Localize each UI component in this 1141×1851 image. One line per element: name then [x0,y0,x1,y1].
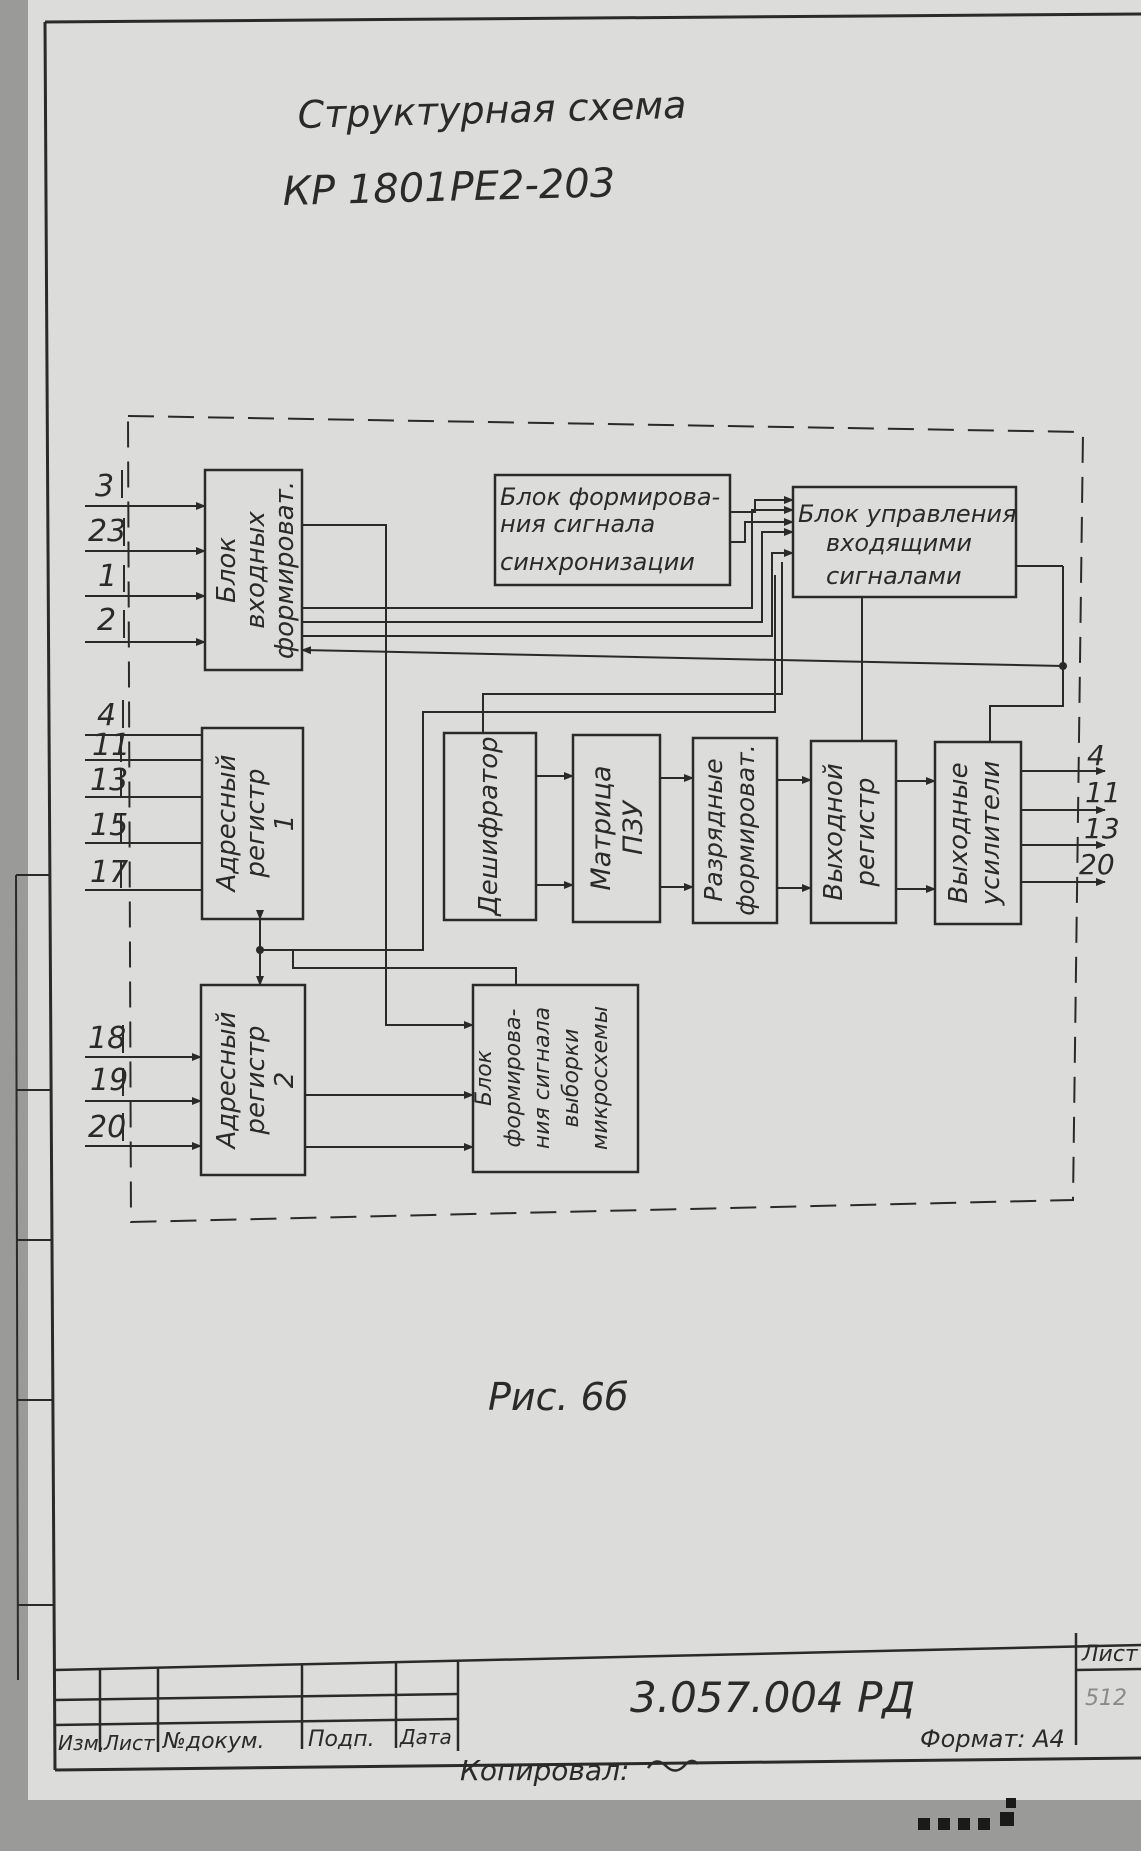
pin-label: 1 [98,559,117,594]
sync-block-label-3: синхронизации [500,548,695,576]
title-col-change: Изм. [58,1731,105,1755]
pin-label: 3 [95,469,114,504]
pin-label: 4 [97,698,116,733]
bit-formers-label-1: Разрядные [699,758,728,901]
pin-labels: 3 23 1 2 4 11 13 15 17 18 19 20 4 11 13 … [88,469,1121,1145]
pin-label: 20 [88,1110,126,1145]
title-col-docnum: №докум. [162,1729,264,1754]
address-register-2-label-3: 2 [270,1072,300,1089]
chip-select-label-1: Блок [472,1049,497,1106]
pin-label: 4 [1087,739,1105,772]
document-code: 3.057.004 РД [630,1673,915,1722]
address-register-1: Адресный регистр 1 [200,726,305,921]
chip-select-label-4: выборки [559,1029,584,1128]
pin-label: 17 [90,855,128,890]
address-register-1-label-2: регистр [241,768,271,878]
chip-boundary [126,414,1085,1224]
input-formers-block: Блок входных формироват. [203,468,304,672]
pin-label: 23 [88,514,126,549]
output-register-label-1: Выходной [819,763,849,900]
decoder-block: Дешифратор [442,731,538,922]
diagram-title-line1: Структурная схема [297,83,687,137]
chip-select-block: Блок формирова- ния сигнала выборки микр… [471,983,640,1174]
address-register-2: Адресный регистр 2 [199,983,307,1177]
left-stamp-strip [15,874,54,1681]
title-col-date: Дата [399,1725,452,1749]
pin-ticks [120,470,125,1141]
bottom-edge [0,1800,1141,1851]
output-register-label-2: регистр [851,777,881,887]
title-col-sheet: Лист [103,1731,156,1755]
address-register-1-label-1: Адресный [212,755,242,894]
output-amplifiers-label-2: усилители [976,761,1006,907]
pin-label: 13 [90,763,128,798]
pin-label: 11 [1085,776,1121,809]
pin-label: 19 [90,1063,128,1098]
control-block-label-1: Блок управления [798,500,1016,528]
address-register-2-label-1: Адресный [212,1012,242,1151]
control-block-label-2: входящими [826,529,972,557]
title-block [54,1633,1141,1752]
registration-marks [918,1798,1016,1830]
output-register-block: Выходной регистр [809,739,898,925]
copied-by-label: Копировал: [460,1754,629,1787]
bit-formers-label-2: формироват. [731,744,760,915]
sync-block: Блок формирова- ния сигнала синхронизаци… [493,473,732,587]
control-block: Блок управления входящими сигналами [791,485,1018,599]
title-col-sign: Подп. [308,1727,375,1752]
pin-label: 20 [1079,848,1115,881]
rom-matrix-block: Матрица ПЗУ [571,733,662,924]
rom-matrix-label-2: ПЗУ [618,799,649,855]
copier-signature [646,1759,699,1772]
decoder-label: Дешифратор [474,736,504,916]
signal-wires [85,496,1106,1151]
figure-caption: Рис. 6б [488,1375,628,1419]
pin-label: 13 [1084,812,1120,845]
drawing-frame [43,12,1141,1772]
bit-formers-block: Разрядные формироват. [691,736,779,925]
pin-label: 11 [92,728,130,763]
diagram-title-line2: КР 1801РЕ2-203 [282,160,616,215]
chip-select-label-2: формирова- [501,1008,526,1147]
pin-label: 18 [88,1021,126,1056]
chip-select-label-5: микросхемы [588,1006,613,1150]
format-label: Формат: А4 [920,1725,1065,1753]
address-register-2-label-2: регистр [241,1025,271,1135]
sync-block-label-1: Блок формирова- [500,483,720,511]
input-formers-label-2: входных [241,511,271,629]
sheet-number: 512 [1085,1686,1127,1711]
rom-matrix-label-1: Матрица [586,765,617,890]
sheet-label: Лист [1081,1642,1139,1667]
input-formers-label-1: Блок [212,537,242,603]
input-formers-label-3: формироват. [270,481,300,659]
address-register-1-label-3: 1 [270,815,300,832]
control-block-label-3: сигналами [826,562,962,590]
sync-block-label-2: ния сигнала [500,510,655,538]
pin-label: 15 [90,808,128,843]
pin-label: 2 [97,603,116,638]
output-amplifiers-label-1: Выходные [944,762,974,903]
binding-edge [0,0,28,1851]
chip-select-label-3: ния сигнала [530,1007,555,1149]
output-amplifiers-block: Выходные усилители [933,740,1023,926]
